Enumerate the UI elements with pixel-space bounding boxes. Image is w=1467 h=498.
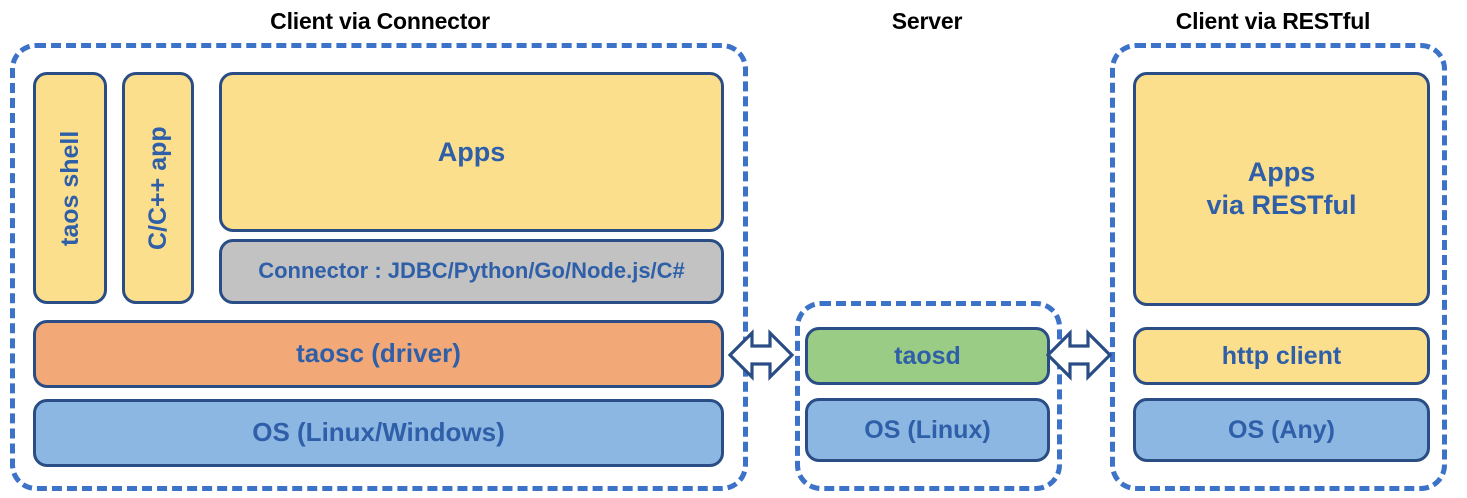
group-client-via-restful: [1110, 43, 1447, 491]
block-http-client: http client: [1133, 327, 1430, 385]
block-os-linux: OS (Linux): [805, 398, 1050, 462]
panel-title-client-via-connector: Client via Connector: [270, 8, 490, 34]
group-server: [795, 301, 1062, 491]
block-apps-via-restful-line2: via RESTful: [1206, 190, 1357, 220]
block-apps-via-restful: Apps via RESTful: [1133, 72, 1430, 306]
block-taos-shell: taos shell: [33, 72, 107, 304]
panel-title-server: Server: [891, 8, 963, 34]
panel-title-client-via-restful: Client via RESTful: [1175, 8, 1371, 34]
block-connector-libraries: Connector : JDBC/Python/Go/Node.js/C#: [219, 239, 724, 304]
block-apps: Apps: [219, 72, 724, 232]
block-taosc-driver: taosc (driver): [33, 320, 724, 388]
block-c-cpp-app: C/C++ app: [122, 72, 194, 304]
block-taosd: taosd: [805, 327, 1050, 385]
block-apps-via-restful-line1: Apps: [1247, 157, 1316, 188]
block-os-any: OS (Any): [1133, 398, 1430, 462]
block-os-linux-windows: OS (Linux/Windows): [33, 399, 724, 467]
double-headed-arrow-icon-server-to-restful-client: [1046, 323, 1112, 387]
group-client-via-connector: [10, 43, 748, 491]
double-headed-arrow-icon-client-to-server: [728, 323, 794, 387]
